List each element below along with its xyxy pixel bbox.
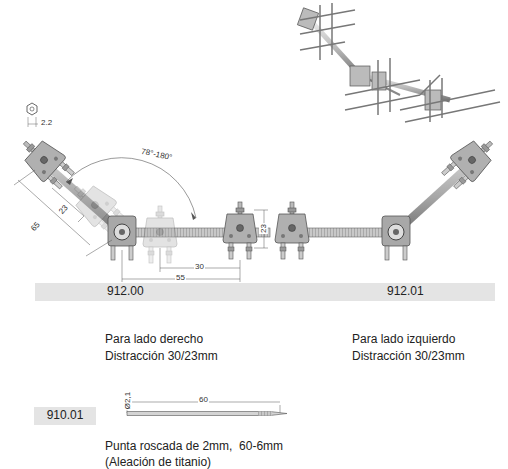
- dimension: 23: [259, 223, 268, 234]
- angle-dimension: 78°-180°: [139, 147, 173, 163]
- part-number-box: 910.01: [34, 407, 96, 425]
- dimension: 55: [175, 273, 186, 282]
- dimension: 2.2: [40, 118, 53, 127]
- dimension: 65: [28, 219, 42, 233]
- part-number: 912.00: [107, 285, 144, 299]
- part-number: 910.01: [47, 409, 84, 423]
- description: Distracción 30/23mm: [352, 350, 465, 364]
- description: Para lado derecho: [105, 333, 203, 347]
- dimension: Ø2,1: [123, 391, 132, 410]
- dimension: 60: [198, 395, 209, 404]
- part-number-band: 912.00 912.01: [35, 283, 495, 301]
- description: Punta roscada de 2mm, 60-6mm: [105, 440, 283, 454]
- description: Distracción 30/23mm: [105, 350, 218, 364]
- part-number: 912.01: [387, 285, 424, 299]
- description: Para lado izquierdo: [352, 333, 455, 347]
- description: (Aleación de titanio): [105, 456, 211, 469]
- dimension: 30: [194, 262, 205, 271]
- dimension: 23: [56, 202, 70, 216]
